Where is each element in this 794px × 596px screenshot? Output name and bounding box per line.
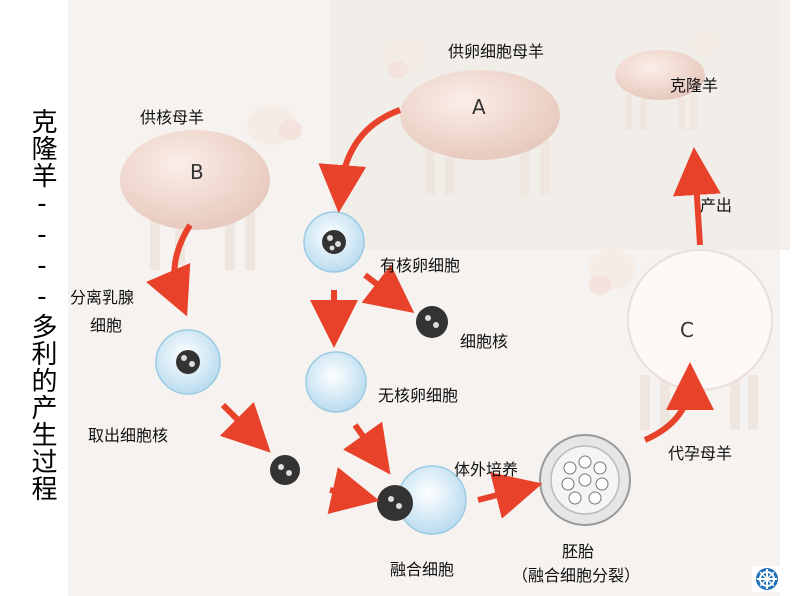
label-fused-cell: 融合细胞 xyxy=(390,556,454,580)
wheel-nav-icon[interactable] xyxy=(752,566,782,592)
label-in-vitro-culture: 体外培养 xyxy=(454,456,518,480)
label-donor-ewe-b: 供核母羊 xyxy=(140,104,204,128)
mammary-cell xyxy=(156,330,220,394)
page-title: 克隆羊----多利的产生过程 xyxy=(22,108,56,502)
label-born: 产出 xyxy=(700,192,732,216)
label-nucleus: 细胞核 xyxy=(460,328,508,352)
letter-c: C xyxy=(680,318,694,342)
nucleated-egg-cell xyxy=(304,212,364,272)
label-clone-sheep: 克隆羊 xyxy=(670,72,718,96)
label-separate-mammary-2: 细胞 xyxy=(90,312,122,336)
label-surrogate-ewe: 代孕母羊 xyxy=(668,440,732,464)
label-egg-donor-ewe-a: 供卵细胞母羊 xyxy=(448,38,544,62)
enucleated-egg-cell xyxy=(306,352,366,412)
nucleus-cell xyxy=(416,306,448,338)
label-nucleated-egg: 有核卵细胞 xyxy=(380,252,460,276)
label-embryo: 胚胎 xyxy=(562,538,594,562)
letter-a: A xyxy=(472,95,486,119)
label-extract-nucleus: 取出细胞核 xyxy=(88,422,168,446)
label-separate-mammary-1: 分离乳腺 xyxy=(70,284,134,308)
embryo-cell xyxy=(540,435,630,525)
label-embryo-note: （融合细胞分裂） xyxy=(512,562,640,586)
letter-b: B xyxy=(190,160,204,184)
extracted-nucleus xyxy=(270,455,300,485)
label-enucleated-egg: 无核卵细胞 xyxy=(378,382,458,406)
